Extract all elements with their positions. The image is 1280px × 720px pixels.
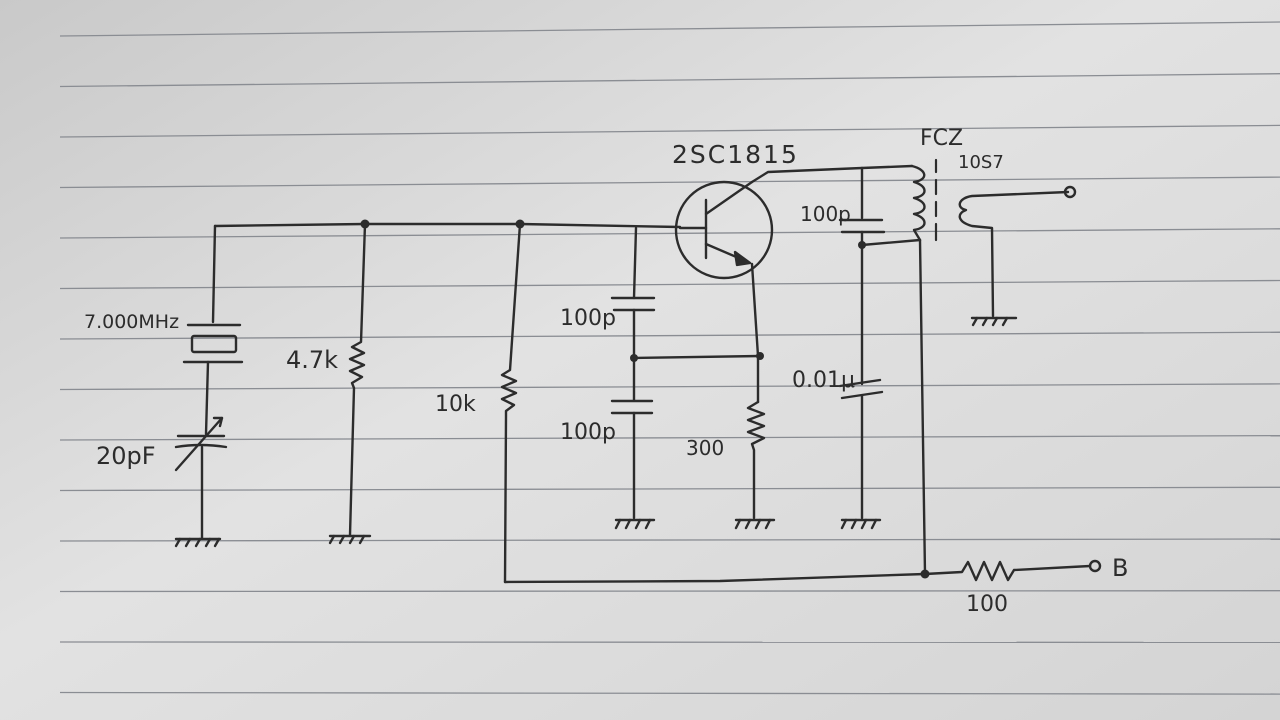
output-terminal[interactable] — [1063, 185, 1077, 199]
crystal-top-wire — [211, 224, 217, 324]
coil-label: FCZ — [920, 126, 964, 151]
ruled-line — [59, 21, 1280, 37]
ruled-line — [59, 331, 1280, 340]
supply-terminal[interactable] — [1088, 559, 1102, 573]
supply-wire — [918, 238, 927, 576]
r-supply-label: 100 — [966, 592, 1008, 617]
crystal-trimmer-wire — [204, 360, 210, 436]
emitter-resistor-300 — [746, 400, 766, 520]
ground-symbol — [970, 316, 1018, 327]
ground-symbol — [328, 534, 372, 545]
crystal-label: 7.000MHz — [84, 311, 180, 333]
transistor-label: 2SC1815 — [672, 140, 799, 169]
emitter-tap-wire — [632, 354, 762, 360]
ground-symbol — [734, 518, 776, 530]
c-feedback-top-label: 100p — [560, 306, 616, 331]
trimmer-label: 20pF — [96, 442, 156, 470]
junction-dots — [360, 219, 930, 579]
capacitor-symbol — [610, 399, 654, 415]
circuit-ink — [174, 158, 1102, 584]
supply-return-wire — [503, 572, 927, 584]
ruled-line — [59, 486, 1280, 492]
ruled-line — [59, 228, 1280, 239]
r-base-ground-label: 4.7k — [286, 346, 339, 374]
ground-symbol — [840, 518, 882, 530]
ground-symbol — [174, 537, 222, 548]
ruled-line — [59, 124, 1280, 138]
ruled-line — [59, 279, 1280, 290]
base-resistor-4k7 — [348, 222, 367, 537]
crystal-symbol — [182, 323, 244, 364]
coil-primary-winding — [910, 164, 926, 242]
trimmer-capacitor-symbol — [174, 416, 228, 472]
ruled-line — [59, 73, 1280, 88]
ruled-lines — [59, 21, 1280, 695]
ground-symbol — [614, 518, 656, 530]
ruled-line — [59, 538, 1280, 542]
coil-band-label: 10S7 — [958, 152, 1004, 173]
ruled-line — [59, 434, 1280, 441]
supply-resistor-100 — [923, 560, 1092, 582]
c-tank-label: 100p — [800, 202, 851, 226]
r-emitter-label: 300 — [686, 436, 725, 460]
feedback-cap-wire — [632, 226, 638, 300]
base-rail-wire — [213, 222, 682, 229]
c-feedback-bottom-label: 100p — [560, 420, 616, 445]
ruled-line — [59, 383, 1280, 391]
supply-terminal-label: B — [1112, 554, 1129, 582]
base-resistor-10k — [500, 222, 522, 584]
ruled-line — [59, 176, 1280, 189]
ruled-line — [59, 590, 1280, 593]
coil-secondary-winding — [958, 190, 1070, 318]
transistor-symbol — [674, 180, 774, 280]
collector-wire — [750, 164, 914, 184]
ruled-line — [59, 691, 1280, 695]
r-base-supply-label: 10k — [435, 392, 476, 417]
c-bypass-label: 0.01μ — [792, 368, 855, 393]
